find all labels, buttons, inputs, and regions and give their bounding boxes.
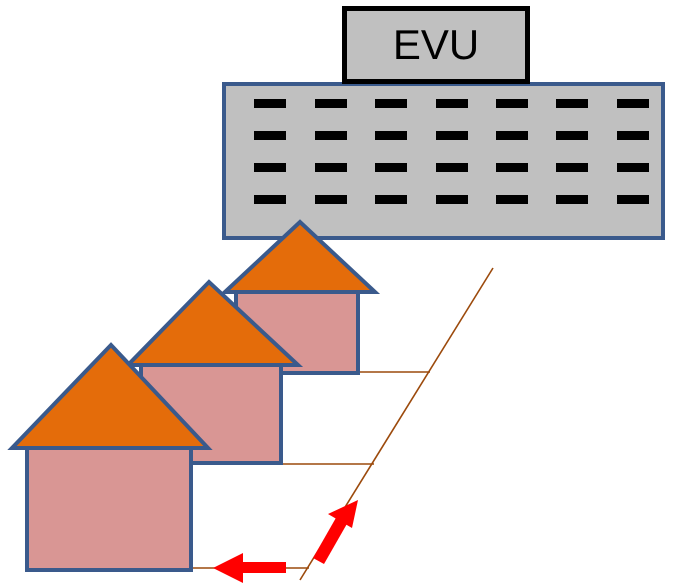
window	[315, 99, 347, 108]
house-roof	[123, 279, 304, 367]
utility-building-body	[222, 82, 665, 240]
up-right-arrow-icon	[313, 500, 358, 564]
window	[496, 163, 528, 172]
window	[496, 131, 528, 140]
window	[254, 131, 286, 140]
window	[254, 195, 286, 204]
window	[315, 195, 347, 204]
window	[375, 195, 407, 204]
house	[7, 342, 213, 572]
flow-arrows	[213, 500, 358, 583]
window	[617, 99, 649, 108]
utility-label: EVU	[392, 21, 480, 68]
window	[436, 163, 468, 172]
house-wall	[25, 446, 193, 572]
utility-label-box: EVU	[342, 6, 530, 84]
left-arrow-icon	[213, 553, 286, 583]
window	[254, 163, 286, 172]
window	[436, 195, 468, 204]
house-roof	[219, 219, 381, 294]
window	[496, 99, 528, 108]
utility-building-windows	[254, 99, 649, 204]
window	[496, 195, 528, 204]
window	[617, 131, 649, 140]
window	[556, 99, 588, 108]
window	[375, 131, 407, 140]
window	[556, 195, 588, 204]
window	[617, 195, 649, 204]
house-roof	[7, 342, 213, 450]
utility-building	[222, 82, 665, 240]
window	[315, 131, 347, 140]
window	[436, 99, 468, 108]
window	[556, 163, 588, 172]
window	[254, 99, 286, 108]
window	[315, 163, 347, 172]
window	[556, 131, 588, 140]
window	[375, 99, 407, 108]
window	[436, 131, 468, 140]
window	[375, 163, 407, 172]
window	[617, 163, 649, 172]
